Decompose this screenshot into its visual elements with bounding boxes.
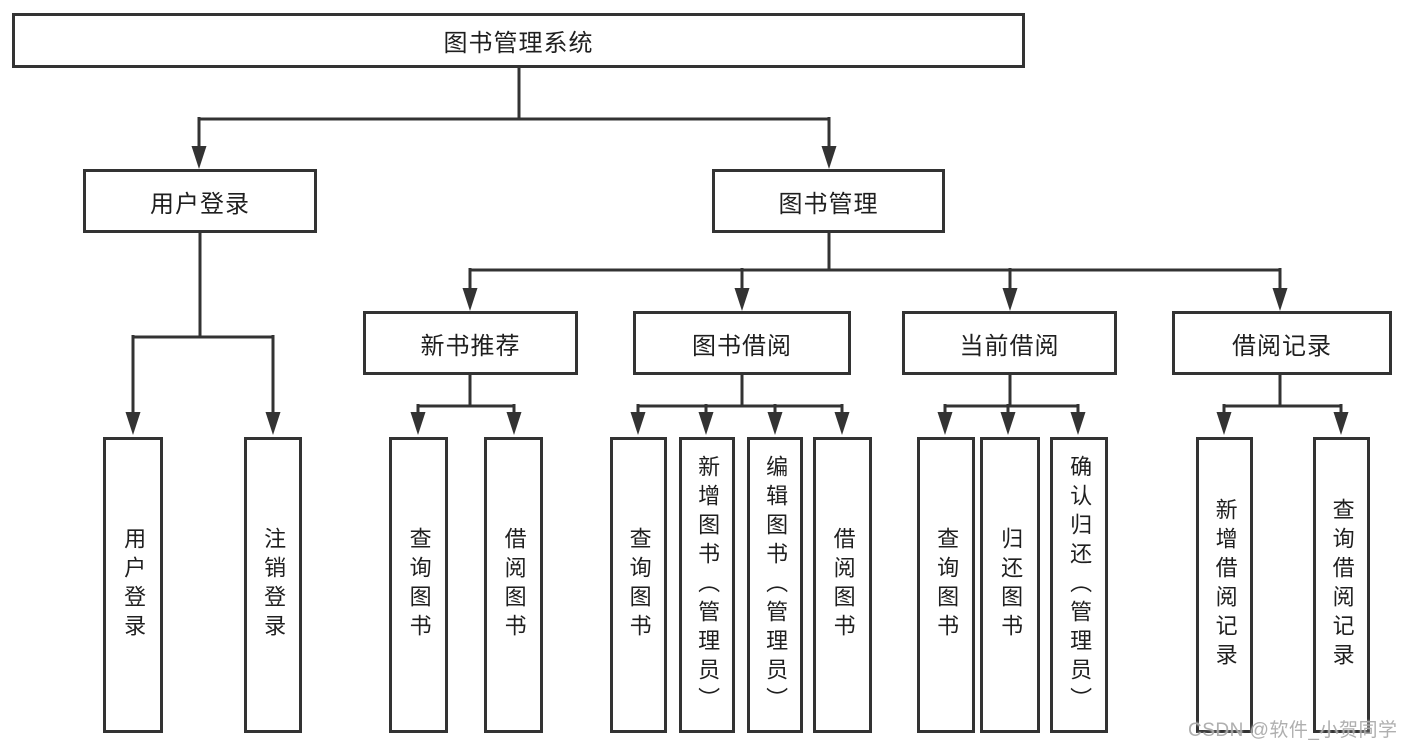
node-leaf-return-books: 归还图书	[980, 437, 1040, 733]
node-book-mgmt: 图书管理	[712, 169, 945, 233]
node-new-books: 新书推荐	[363, 311, 578, 375]
node-leaf-query-books-borrow: 查询图书	[610, 437, 667, 733]
node-leaf-confirm-return-admin: 确认归还（管理员）	[1050, 437, 1108, 733]
node-book-mgmt-label: 图书管理	[778, 190, 879, 218]
leaf-label: 用户登录	[121, 527, 147, 643]
leaf-label: 借阅图书	[501, 527, 527, 643]
watermark: CSDN @软件_小贺同学	[1188, 720, 1398, 741]
node-leaf-query-books-newbooks: 查询图书	[389, 437, 448, 733]
leaf-label: 新增图书（管理员）	[695, 454, 721, 716]
node-leaf-user-login: 用户登录	[103, 437, 163, 733]
leaf-label: 查询图书	[406, 527, 432, 643]
node-user-login-label: 用户登录	[150, 190, 250, 218]
node-leaf-query-books-current: 查询图书	[917, 437, 975, 733]
leaf-label: 查询图书	[934, 527, 960, 643]
node-leaf-add-books-admin: 新增图书（管理员）	[679, 437, 735, 733]
node-root-label: 图书管理系统	[443, 30, 594, 57]
leaf-label: 确认归还（管理员）	[1067, 454, 1093, 716]
leaf-label: 借阅图书	[830, 527, 856, 643]
node-leaf-edit-books-admin: 编辑图书（管理员）	[747, 437, 803, 733]
node-borrow-records: 借阅记录	[1172, 311, 1392, 375]
node-book-borrow: 图书借阅	[633, 311, 851, 375]
leaf-label: 查询借阅记录	[1329, 498, 1355, 672]
leaf-label: 新增借阅记录	[1212, 498, 1238, 672]
node-leaf-borrow-books: 借阅图书	[813, 437, 872, 733]
node-borrow-records-label: 借阅记录	[1232, 332, 1332, 360]
node-leaf-add-borrow-record: 新增借阅记录	[1196, 437, 1253, 733]
node-leaf-query-borrow-record: 查询借阅记录	[1313, 437, 1370, 733]
leaf-label: 注销登录	[261, 527, 287, 643]
node-leaf-logout: 注销登录	[244, 437, 302, 733]
node-book-borrow-label: 图书借阅	[692, 332, 792, 360]
leaf-label: 查询图书	[626, 527, 652, 643]
node-root: 图书管理系统	[12, 13, 1025, 68]
node-current-borrow: 当前借阅	[902, 311, 1117, 375]
node-user-login: 用户登录	[83, 169, 317, 233]
node-current-borrow-label: 当前借阅	[959, 332, 1060, 360]
leaf-label: 编辑图书（管理员）	[763, 454, 789, 716]
leaf-label: 归还图书	[998, 527, 1024, 643]
node-new-books-label: 新书推荐	[420, 332, 521, 360]
node-leaf-borrow-books-newbooks: 借阅图书	[484, 437, 543, 733]
